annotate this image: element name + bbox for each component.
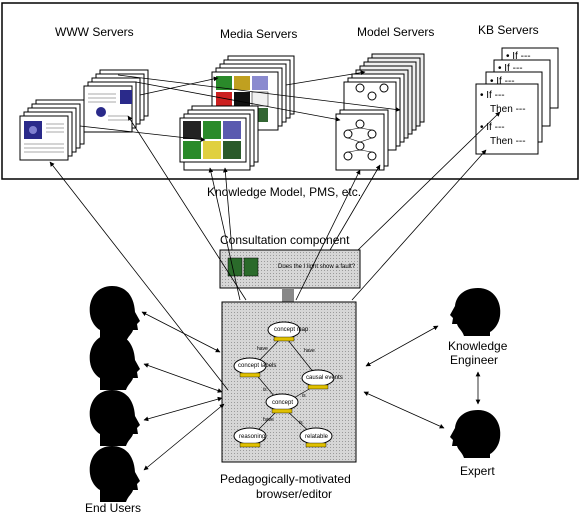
consultation-label: Consultation component: [220, 233, 350, 247]
edge-label-3: is: [263, 387, 267, 393]
concept-graph-edge-labels: have have is is have is: [257, 346, 315, 426]
node-concept-map-label: concept map: [274, 327, 309, 333]
server-links: [79, 70, 401, 142]
consultation-question: Does the I light show a fault?: [278, 264, 356, 270]
node-concept-labels[interactable]: concept labels: [233, 357, 276, 378]
end-user-3-icon: [89, 390, 140, 446]
www-page-stack-front: [19, 99, 85, 161]
node-relatable-label: relatable: [305, 434, 329, 440]
node-concept-label: concept: [272, 400, 293, 406]
kb-line-1: • If ---: [480, 90, 505, 101]
upward-links: [49, 111, 501, 391]
end-user-1-icon: [89, 286, 140, 342]
node-reasoning[interactable]: reasoning: [233, 427, 267, 448]
consultation-box: [219, 249, 361, 289]
expert-icon: [450, 410, 501, 458]
www-page-stack-back: [83, 69, 149, 133]
media-servers-label: Media Servers: [220, 27, 297, 41]
kb-line-2: Then ---: [490, 104, 526, 115]
people-links: [141, 311, 481, 471]
www-servers-label: WWW Servers: [55, 25, 134, 39]
end-users-label: End Users: [85, 501, 141, 515]
kb-line-4: Then ---: [490, 136, 526, 147]
node-concept-labels-label: concept labels: [238, 363, 276, 369]
node-relatable[interactable]: relatable: [299, 427, 333, 448]
edge-label-6: is: [299, 420, 303, 426]
expert-label: Expert: [460, 464, 495, 478]
kb-back-line-1: • If ---: [506, 51, 531, 62]
browser-caption-line1: Pedagogically-motivated: [220, 472, 351, 486]
node-concept-map[interactable]: concept map: [267, 321, 309, 342]
end-user-4-icon: [89, 446, 140, 502]
node-concept[interactable]: concept: [265, 393, 299, 414]
end-user-2-icon: [89, 334, 140, 390]
kb-servers-label: KB Servers: [478, 23, 539, 37]
edge-label-5: have: [263, 417, 274, 423]
node-reasoning-label: reasoning: [239, 434, 265, 440]
model-servers-label: Model Servers: [357, 25, 434, 39]
edge-label-1: have: [257, 346, 268, 352]
model-stack: [335, 53, 425, 171]
consultation-connector: [282, 288, 294, 302]
media-stack-front: [179, 105, 259, 171]
browser-caption-line2: browser/editor: [256, 487, 332, 501]
top-caption: Knowledge Model, PMS, etc.: [207, 185, 361, 199]
knowledge-engineer-icon: [450, 288, 501, 336]
kb-line-3: • If ---: [480, 122, 505, 133]
knowledge-engineer-label-2: Engineer: [450, 353, 498, 367]
kb-stack: • If --- • If --- • If --- • If --- Then…: [475, 47, 559, 155]
kb-back-line-3: • If ---: [490, 76, 515, 87]
knowledge-engineer-label-1: Knowledge: [448, 339, 508, 353]
node-causal-events[interactable]: causal events: [301, 369, 343, 390]
consultation-thumb-2: [243, 257, 259, 277]
edge-label-2: have: [304, 348, 315, 354]
kb-back-line-2: • If ---: [498, 63, 523, 74]
consultation-thumb-1: [227, 257, 243, 277]
concept-nodes: concept map concept labels causal events…: [233, 321, 343, 448]
node-causal-events-label: causal events: [306, 375, 343, 381]
edge-label-4: is: [302, 393, 306, 399]
